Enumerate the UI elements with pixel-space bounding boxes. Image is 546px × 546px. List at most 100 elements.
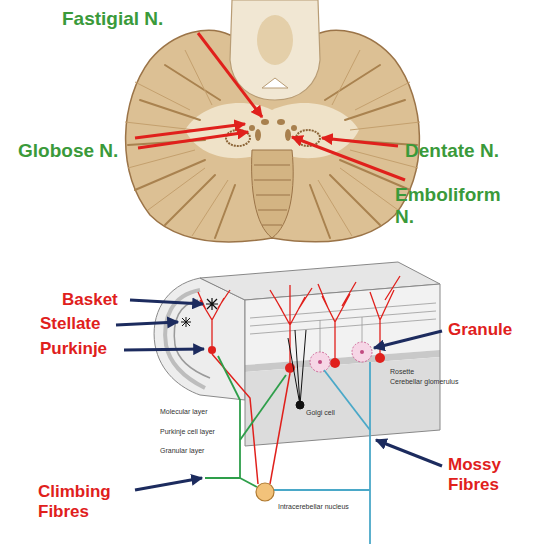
leader-arrow [116,300,442,490]
part-label: Intracerebellar nucleus [278,503,349,511]
cerebellum-section [256,195,290,196]
cerebellum-section [277,119,285,125]
parallel-fibres [362,317,363,342]
nucleus-label: Dentate N. [405,140,499,162]
cerebellum-section [252,150,294,238]
cerebellum-section [128,150,195,168]
intracerebellar-nucleus [256,483,274,501]
cerebellum-section [291,125,297,131]
nucleus-label: Globose N. [18,140,118,162]
cerebellum-section [330,175,380,225]
layer-label: Granular layer [160,447,204,455]
climbing-fibre [240,478,257,487]
cerebellum-section [165,175,215,225]
cerebellum-section [125,122,195,130]
cerebellum-section [249,125,255,131]
cerebellum-section [254,165,291,225]
purkinje-dendrites [198,290,230,346]
cortex-block [174,300,210,378]
parallel-fibres [320,320,321,352]
cerebellum-section [148,168,205,210]
purkinje-dendrites [318,282,356,360]
mossy-fibre [324,370,370,430]
climbing-fibre [205,356,286,487]
cerebellum-section [325,65,380,100]
cerebellum-section [285,129,291,141]
granule-nucleus [318,360,322,364]
leader-arrow [130,300,203,304]
parallel-fibres [250,303,436,352]
cell-label: Stellate [40,314,100,334]
climbing-fibre [205,356,240,478]
leader-arrow [124,349,204,350]
mossy-fibre [369,362,371,544]
nucleus-label: Fastigial N. [62,8,163,30]
leader-arrow [116,322,178,325]
cerebellum-section [310,185,330,238]
cerebellum-section [192,180,228,236]
part-label: Golgi cell [306,409,328,417]
cerebellum-section [125,0,420,242]
cerebellum-section [350,122,420,130]
cerebellum-section [140,100,200,120]
cerebellum-section [258,210,287,211]
cerebellum-section [215,185,235,238]
nucleus-label: Emboliform N. [395,184,523,228]
fibre-label: Mossy Fibres [448,455,538,494]
cerebellum-section [254,180,291,181]
granule-nucleus [318,350,364,364]
cerebellum-section [257,15,293,65]
part-label: Rosette [390,368,414,376]
cell-label: Purkinje [40,339,107,359]
mossy-fibre [274,362,370,544]
basket-cell [206,298,218,310]
purkinje-axon [270,373,290,484]
purkinje-cell [330,358,340,368]
purkinje-axon [212,354,258,484]
cerebellum-section [262,78,288,88]
cerebellum-section [262,225,282,226]
golgi-cell [296,401,304,409]
stellate-cell [181,317,191,327]
cortex-block [154,262,440,446]
purkinje-dendrites [198,276,400,364]
parallel-fibres [250,319,436,334]
golgi-cell [288,330,306,405]
cerebellum-section [230,0,320,100]
basket-cell [206,298,218,310]
layer-label: Molecular layer [160,408,207,416]
cerebellum-section [332,50,360,105]
fibre-label: Climbing Fibres [38,482,138,521]
layer-label: Purkinje cell layer [160,428,215,436]
purkinje-axon [212,354,290,484]
parallel-fibres [250,311,436,326]
granule-nucleus [360,350,364,354]
leader-arrow [374,331,442,348]
granule-cell [310,352,330,372]
cerebellum-section [185,50,212,105]
purkinje-cell [208,346,216,354]
cell-label: Granule [448,320,512,340]
golgi-cell [288,330,306,409]
leader-arrow [292,137,405,180]
cerebellum-section [261,119,269,125]
leader-arrow [198,33,262,117]
cerebellum-section [255,129,261,141]
purkinje-cell [375,353,385,363]
leader-arrow [376,440,442,466]
cerebellum-section [355,82,410,110]
cerebellum-section [135,82,190,110]
stellate-cell [181,317,191,327]
granule-cell [310,342,372,372]
cerebellum-section [249,119,297,141]
mossy-fibre [274,489,370,491]
cerebellum-section [318,180,352,236]
cell-label: Basket [62,290,118,310]
cerebellum-section [345,100,405,120]
cerebellum-section [135,160,205,190]
leader-arrow [322,138,398,146]
cerebellum-section [165,65,220,100]
cerebellum-section [254,165,290,166]
leader-arrow [135,478,202,490]
